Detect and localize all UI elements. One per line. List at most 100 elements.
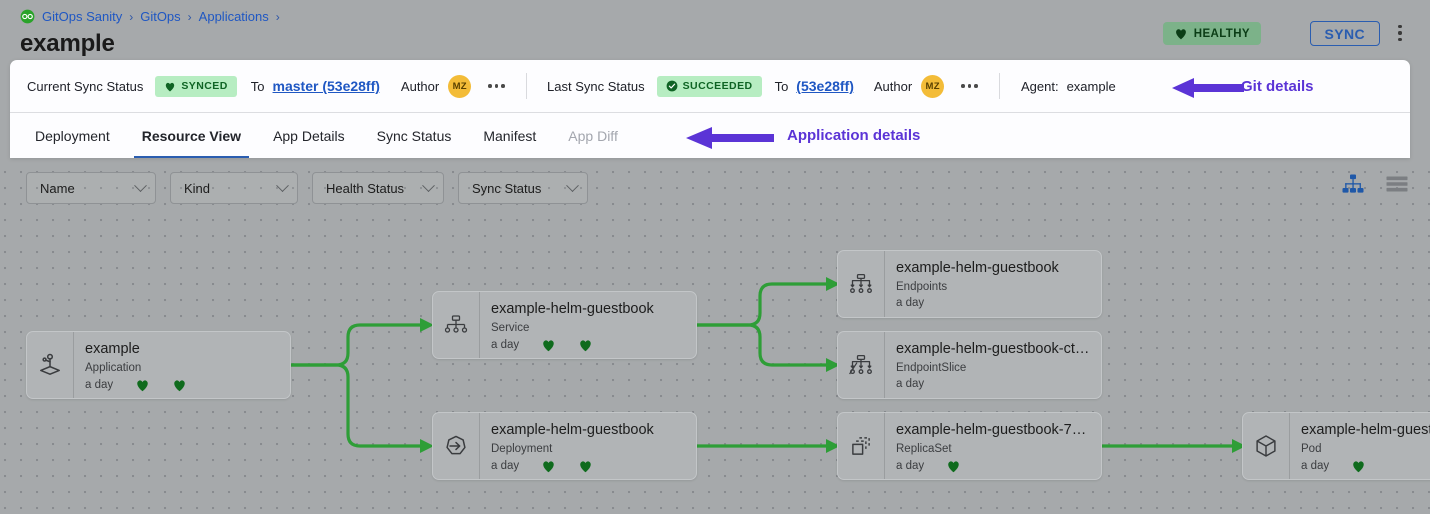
- current-sync-more-options-icon[interactable]: [488, 84, 506, 88]
- node-age: a day: [896, 297, 925, 310]
- tab-label: Deployment: [35, 127, 110, 144]
- avatar[interactable]: MZ: [448, 74, 472, 98]
- resource-node-deployment[interactable]: example-helm-guestbook Deployment a day: [432, 412, 697, 480]
- current-sync-author-label: Author: [400, 78, 440, 94]
- health-status-icon: [541, 338, 556, 352]
- list-view-icon[interactable]: [1386, 174, 1408, 194]
- resource-node-application[interactable]: example Application a day: [26, 331, 291, 399]
- sync-status-icon: [578, 459, 593, 473]
- node-title: example-helm-guestbook: [896, 260, 1059, 276]
- node-title: example-helm-guestbook-ct…: [896, 341, 1090, 357]
- last-sync-more-options-icon[interactable]: [961, 84, 978, 88]
- node-age: a day: [896, 460, 925, 473]
- node-kind: Application: [85, 362, 142, 375]
- filter-label: Name: [40, 180, 75, 196]
- page-title: example: [20, 30, 115, 57]
- node-title: example: [85, 341, 140, 357]
- node-age: a day: [896, 378, 925, 391]
- resource-node-pod[interactable]: example-helm-guest Pod a day: [1242, 412, 1430, 480]
- node-title: example-helm-guestbook-74…: [896, 422, 1091, 438]
- current-sync-revision-link[interactable]: master (53e28ff): [272, 78, 380, 94]
- git-details-annotation-label: Git details: [1241, 78, 1314, 95]
- application-details-annotation-label: Application details: [787, 127, 921, 144]
- breadcrumb-item-gitops-sanity[interactable]: GitOps Sanity: [42, 9, 123, 24]
- gitops-logo-icon: [20, 9, 35, 24]
- divider: [998, 73, 1000, 99]
- git-details-annotation-arrow: [1172, 77, 1244, 99]
- view-toggle-group: [1342, 174, 1408, 194]
- tab-label: Resource View: [141, 127, 242, 144]
- filter-name[interactable]: Name: [26, 172, 156, 204]
- node-title: example-helm-guestbook: [491, 422, 654, 438]
- pod-icon: [1243, 413, 1290, 479]
- sync-status-icon: [172, 378, 187, 392]
- chevron-down-icon: [134, 178, 147, 192]
- endpointslice-icon: [838, 332, 885, 398]
- node-title: example-helm-guest: [1301, 422, 1430, 438]
- breadcrumb: GitOps Sanity › GitOps › Applications ›: [20, 9, 280, 24]
- check-circle-icon: [666, 80, 678, 92]
- tab-manifest[interactable]: Manifest: [467, 113, 552, 158]
- tab-label: Sync Status: [376, 127, 452, 144]
- deployment-icon: [433, 413, 480, 479]
- avatar[interactable]: MZ: [921, 74, 945, 98]
- status-badge-healthy: HEALTHY: [1162, 22, 1261, 45]
- sync-status-bar: Current Sync Status SYNCED To master (53…: [10, 60, 1410, 113]
- tab-label: Manifest: [483, 127, 537, 144]
- breadcrumb-separator: ›: [129, 9, 134, 24]
- sync-status-icon: [578, 338, 593, 352]
- more-options-icon[interactable]: [1392, 20, 1408, 46]
- node-title: example-helm-guestbook: [491, 301, 654, 317]
- health-status-icon: [946, 459, 961, 473]
- node-kind: Pod: [1301, 443, 1322, 456]
- tab-resource-view[interactable]: Resource View: [126, 113, 257, 158]
- breadcrumb-separator: ›: [275, 9, 280, 24]
- breadcrumb-separator: ›: [187, 9, 192, 24]
- app-header: GitOps Sanity › GitOps › Applications › …: [0, 0, 1430, 62]
- replicaset-icon: [838, 413, 885, 479]
- filter-sync-status[interactable]: Sync Status: [458, 172, 588, 204]
- filter-bar: Name Kind Health Status Sync Status: [0, 172, 1430, 217]
- agent-value: example: [1066, 78, 1116, 94]
- tab-sync-status[interactable]: Sync Status: [361, 113, 468, 158]
- node-age: a day: [491, 460, 520, 473]
- last-sync-revision-link[interactable]: (53e28ff): [796, 78, 854, 94]
- application-details-annotation-arrow: [686, 126, 774, 150]
- agent-label: Agent:: [1020, 78, 1059, 94]
- filter-kind[interactable]: Kind: [170, 172, 298, 204]
- breadcrumb-item-gitops[interactable]: GitOps: [140, 9, 181, 24]
- tab-app-details[interactable]: App Details: [257, 113, 361, 158]
- tree-view-icon[interactable]: [1342, 174, 1364, 194]
- resource-node-replicaset[interactable]: example-helm-guestbook-74… ReplicaSet a …: [837, 412, 1102, 480]
- filter-label: Health Status: [326, 180, 405, 196]
- chevron-down-icon: [276, 178, 289, 192]
- resource-node-endpointslice[interactable]: example-helm-guestbook-ct… EndpointSlice…: [837, 331, 1102, 399]
- resource-node-endpoints[interactable]: example-helm-guestbook Endpoints a day: [837, 250, 1102, 318]
- application-icon: [27, 332, 74, 398]
- node-age: a day: [85, 379, 114, 392]
- last-sync-status-label: Last Sync Status: [547, 78, 645, 94]
- tab-bar: Deployment Resource View App Details Syn…: [10, 113, 1410, 158]
- filter-label: Sync Status: [472, 180, 542, 196]
- filter-label: Kind: [184, 180, 211, 196]
- node-age: a day: [1301, 460, 1330, 473]
- heart-icon: [164, 81, 176, 92]
- tab-label: App Details: [273, 127, 345, 144]
- node-kind: Endpoints: [896, 281, 948, 294]
- node-kind: Deployment: [491, 443, 553, 456]
- service-icon: [433, 292, 480, 358]
- breadcrumb-item-applications[interactable]: Applications: [198, 9, 269, 24]
- node-age: a day: [491, 339, 520, 352]
- filter-health-status[interactable]: Health Status: [312, 172, 444, 204]
- application-details-panel: Current Sync Status SYNCED To master (53…: [10, 60, 1410, 158]
- health-status-icon: [1351, 459, 1366, 473]
- tab-deployment[interactable]: Deployment: [19, 113, 126, 158]
- resource-node-service[interactable]: example-helm-guestbook Service a day: [432, 291, 697, 359]
- current-sync-status-badge: SYNCED: [155, 75, 237, 97]
- resource-graph-canvas[interactable]: example Application a day example-hel: [0, 165, 1430, 514]
- last-sync-status-badge: SUCCEEDED: [656, 75, 762, 97]
- node-kind: Service: [491, 322, 530, 335]
- heart-icon: [1174, 27, 1188, 40]
- sync-button[interactable]: SYNC: [1309, 21, 1380, 46]
- badge-text: SYNCED: [181, 80, 228, 92]
